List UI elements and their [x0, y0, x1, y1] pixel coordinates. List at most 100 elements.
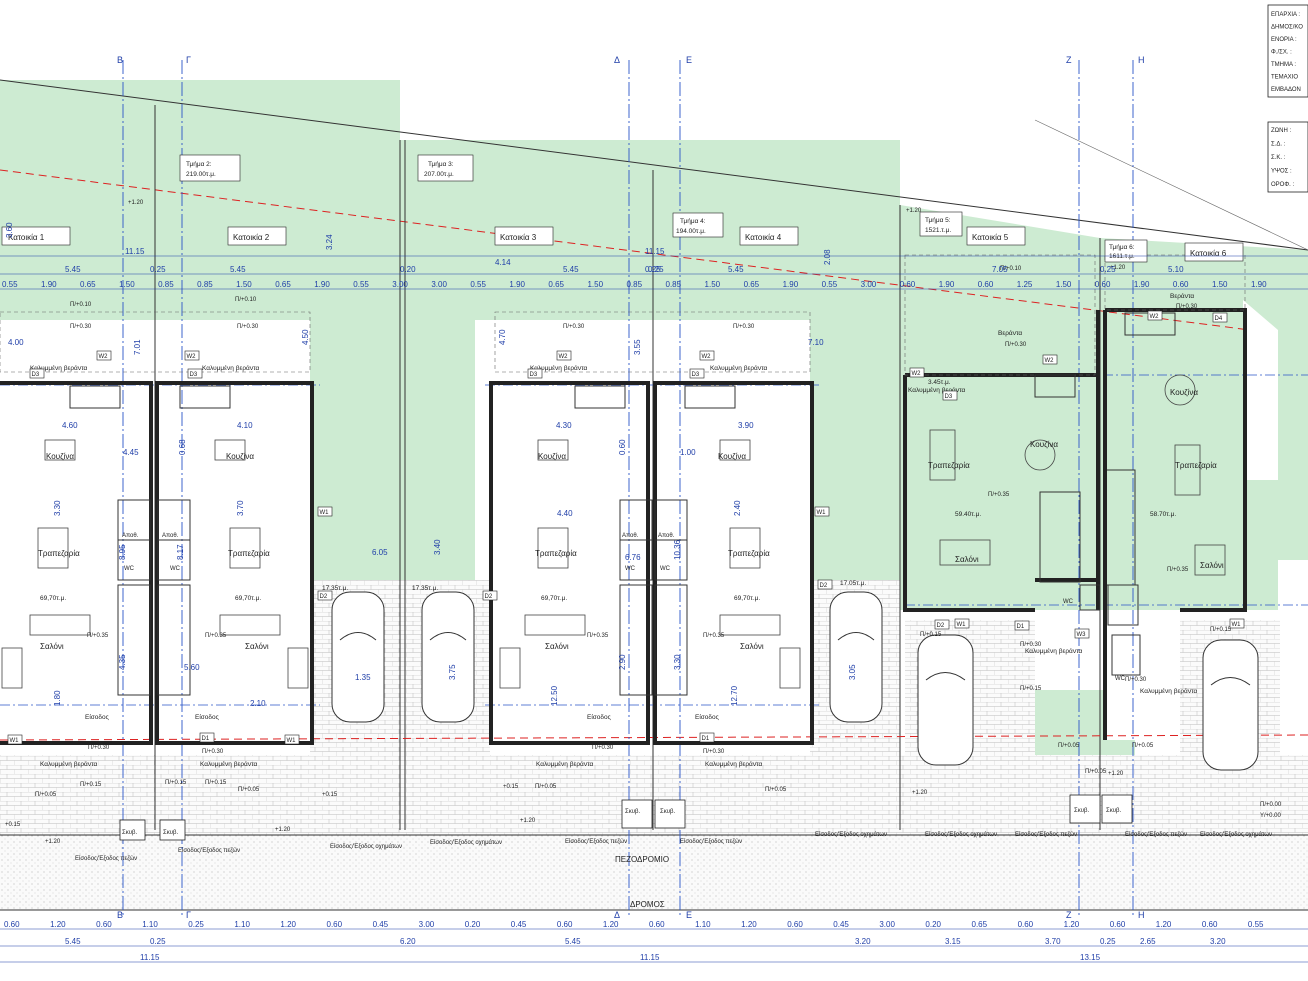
dimension-text: 1.90 — [1251, 280, 1267, 289]
bins-label: Σκυβ. — [163, 830, 178, 836]
marker-label: D1 — [202, 736, 210, 742]
bins-label: Σκυβ. — [122, 830, 137, 836]
marker-box — [96, 350, 112, 361]
wall-height-2: +0.15 — [503, 784, 519, 790]
level-floor: Π/+0.35 — [988, 492, 1010, 498]
dimension-text: 11.15 — [645, 247, 665, 256]
plot-area: 207.00τ.μ. — [424, 171, 454, 178]
level-yard: Π/+0.05 — [535, 784, 557, 790]
dimension-text: 1.20 — [603, 920, 619, 929]
access-labels: Είσοδος/Έξοδος πεζών Είσοδος/Έξοδος πεζώ… — [75, 831, 1272, 909]
car-icon — [829, 591, 883, 723]
dimension-text: 7.10 — [808, 338, 824, 347]
level-floor: Π/+0.35 — [205, 633, 227, 639]
axis-label-top-2: Γ — [186, 55, 191, 65]
road-label: ΔΡΟΜΟΣ — [630, 900, 665, 909]
pedestrian-access: Είσοδος/Έξοδος πεζών — [75, 856, 137, 862]
dimension-text: 4.35 — [118, 654, 127, 670]
dimension-text: 3.00 — [861, 280, 877, 289]
house-label: Κατοικία 4 — [745, 233, 782, 242]
room-living: Σαλόνι — [955, 555, 979, 564]
level-terrace: Π/+0.30 — [563, 324, 585, 330]
marker-label: W2 — [1150, 314, 1160, 320]
room-dining: Τραπεζαρία — [38, 549, 80, 558]
marker-box — [556, 350, 572, 361]
level-terrace: Π/+0.30 — [88, 745, 110, 751]
wall-height-2: +0.15 — [322, 792, 338, 798]
dimension-text: 0.25 — [150, 265, 166, 274]
dimension-text: 1.90 — [314, 280, 330, 289]
dimension-text: 11.15 — [125, 247, 145, 256]
dimension-text: 3.30 — [53, 500, 62, 516]
dimension-text: 4.14 — [495, 258, 511, 267]
marker-label: W1 — [817, 510, 827, 516]
vehicle-access: Είσοδος/Έξοδος οχημάτων — [430, 839, 502, 846]
dimension-text: 5.10 — [1168, 265, 1184, 274]
covered-veranda: Καλυμμένη βεράντα — [530, 364, 588, 372]
dimension-text: 1.50 — [1056, 280, 1072, 289]
dimension-text: 0.45 — [833, 920, 849, 929]
covered-veranda: Καλυμμένη βεράντα — [200, 760, 258, 768]
dimension-text: 3.70 — [1045, 937, 1061, 946]
vehicle-access: Είσοδος/Έξοδος οχημάτων — [925, 831, 997, 838]
dimension-text: 0.60 — [787, 920, 803, 929]
level-terrace: Π/+0.30 — [70, 324, 92, 330]
pedestrian-access: Είσοδος/Έξοδος πεζών — [1015, 832, 1077, 838]
dimension-text: 1.20 — [50, 920, 66, 929]
area-carport2: 17.35τ.μ. — [322, 585, 348, 592]
room-wc: WC — [1063, 599, 1074, 605]
vehicle-access: Είσοδος/Έξοδος οχημάτων — [330, 843, 402, 850]
level-terrace: Π/+0.30 — [592, 745, 614, 751]
marker-box — [1147, 310, 1163, 321]
dimension-text: 0.55 — [822, 280, 838, 289]
title-block-label: ΤΜΗΜΑ : — [1271, 62, 1296, 68]
dimension-text: 0.65 — [972, 920, 988, 929]
veranda: Βεράντα — [1170, 292, 1194, 300]
room-kitchen: Κουζίνα — [1030, 440, 1058, 449]
house-units-east — [903, 254, 1247, 740]
dimension-text: 3.00 — [392, 280, 408, 289]
dimension-text: 4.45 — [123, 448, 139, 457]
marker-label: W3 — [1077, 632, 1087, 638]
dimension-text: 1.25 — [1017, 280, 1033, 289]
dimension-text: 1.50 — [1212, 280, 1228, 289]
marker-label: W2 — [187, 354, 197, 360]
marker-box — [187, 368, 203, 379]
covered-veranda: Καλυμμένη βεράντα — [40, 760, 98, 768]
dimension-text: 0.60 — [618, 439, 627, 455]
dimension-text: 0.60 — [1202, 920, 1218, 929]
marker-label: W1 — [10, 738, 20, 744]
axis-label-top-5: Ζ — [1066, 55, 1072, 65]
axis-label-top-1: Β — [117, 55, 123, 65]
plot-area: 1611.τ.μ. — [1109, 253, 1135, 260]
car-icon — [331, 591, 385, 723]
dimension-text: 4.60 — [62, 421, 78, 430]
level-yard: Π/+0.05 — [35, 792, 57, 798]
marker-box — [317, 590, 333, 601]
dimension-text: 0.65 — [275, 280, 291, 289]
dimension-text: 8.95 — [118, 544, 127, 560]
car-icon — [917, 634, 974, 766]
plot-area: 194.00τ.μ. — [676, 228, 706, 235]
dimension-text: 3.30 — [673, 654, 682, 670]
wall-height: +1.20 — [275, 827, 291, 833]
plot-name: Τμήμα 4: — [680, 218, 706, 225]
wall-height: +1.20 — [128, 200, 144, 206]
room-dining: Τραπεζαρία — [928, 461, 970, 470]
vehicle-access: Είσοδος/Έξοδος οχημάτων — [815, 831, 887, 838]
dimension-text: 3.20 — [1210, 937, 1226, 946]
level-yard: Π/+0.05 — [238, 787, 260, 793]
wall-height: +1.20 — [1110, 265, 1126, 271]
dimension-text: 0.65 — [80, 280, 96, 289]
title-block-label: ΔΗΜΟΣ/ΚΟ — [1271, 25, 1303, 31]
area-house2: 69,70τ.μ. — [235, 595, 261, 602]
bins-label: Σκυβ. — [660, 809, 675, 815]
axis-label-bottom-4: Ε — [686, 910, 692, 920]
marker-label: D2 — [820, 583, 828, 589]
area-carport3: 17.35τ.μ. — [412, 585, 438, 592]
dimension-text: 1.10 — [234, 920, 250, 929]
marker-label: D4 — [1215, 316, 1223, 322]
dimension-text: 4.50 — [301, 329, 310, 345]
